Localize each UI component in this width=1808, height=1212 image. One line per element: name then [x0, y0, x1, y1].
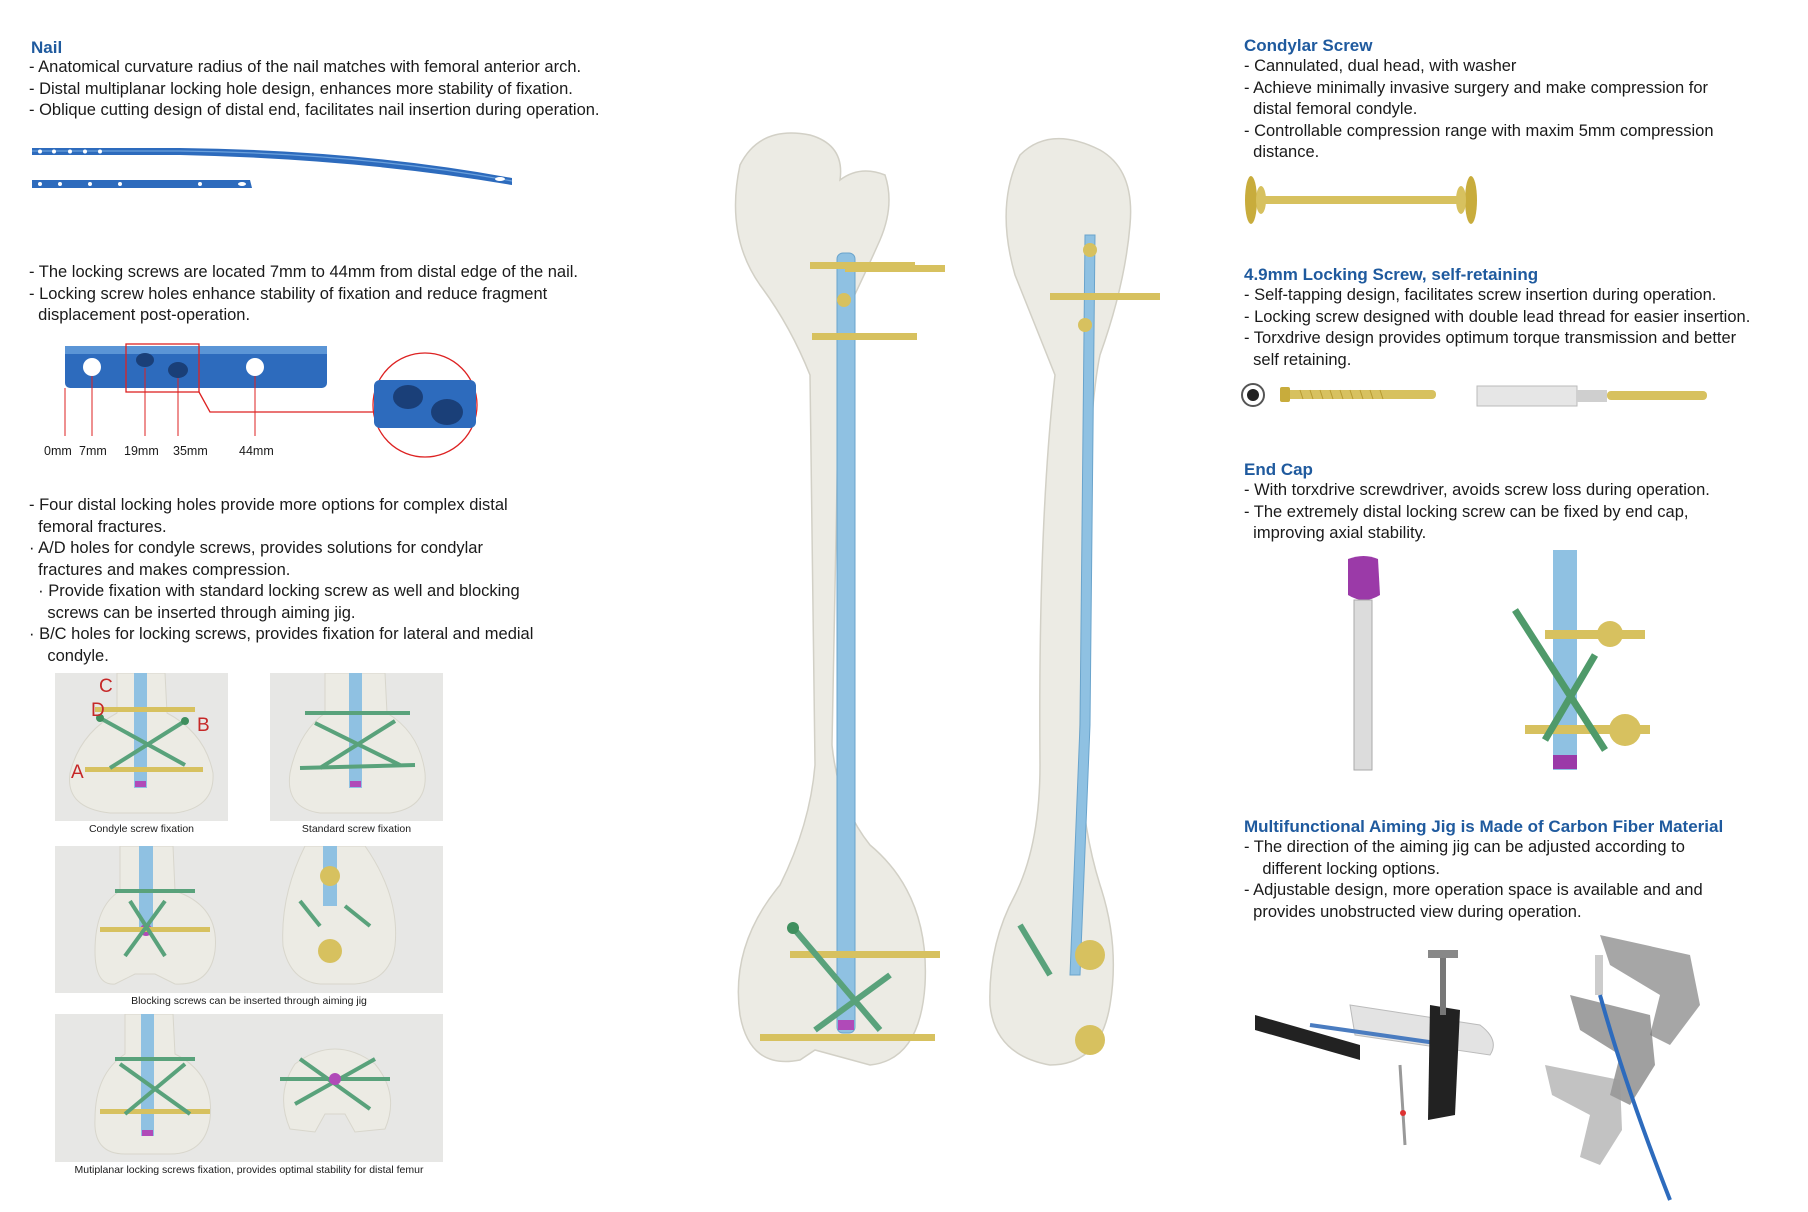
multiplanar-fixation-image: [55, 1014, 443, 1162]
locking-hole-diagram: [64, 343, 478, 458]
jig-description: - The direction of the aiming jig can be…: [1244, 837, 1703, 923]
locking49-line: self retaining.: [1244, 350, 1352, 369]
jig-heading: Multifunctional Aiming Jig is Made of Ca…: [1244, 817, 1724, 836]
caption-multiplanar: Mutiplanar locking screws fixation, prov…: [74, 1164, 424, 1176]
caption-standard: Standard screw fixation: [301, 823, 412, 835]
tick-label: 35mm: [173, 444, 208, 458]
condylar-screw-image: [1245, 176, 1477, 224]
locking-line: displacement post-operation.: [29, 306, 251, 324]
femur-lateral-view-image: [989, 138, 1160, 1066]
nail-description: - Anatomical curvature radius of the nai…: [29, 57, 600, 122]
condyle-fixation-image: C D B A: [55, 673, 228, 821]
tick-label: 7mm: [79, 444, 107, 458]
aiming-jig-image: [1255, 950, 1494, 1146]
hole-label-c: C: [99, 676, 113, 697]
distal-line: femoral fractures.: [29, 517, 167, 536]
distal-line: fractures and makes compression.: [29, 560, 291, 579]
condylar-heading: Condylar Screw: [1244, 36, 1373, 55]
jig-line: - The direction of the aiming jig can be…: [1244, 838, 1685, 856]
endcap-heading: End Cap: [1244, 460, 1313, 479]
endcap-description: - With torxdrive screwdriver, avoids scr…: [1244, 480, 1710, 545]
locking-line: - The locking screws are located 7mm to …: [29, 263, 579, 281]
condylar-line: distal femoral condyle.: [1244, 100, 1418, 118]
distal-line: screws can be inserted through aiming ji…: [29, 603, 356, 622]
distal-line: condyle.: [29, 646, 109, 665]
hole-label-a: A: [71, 762, 84, 783]
aiming-jig-angles-image: [1545, 935, 1700, 1201]
distal-description: - Four distal locking holes provide more…: [29, 495, 533, 667]
end-cap-assembly-image: [1512, 550, 1650, 770]
locking-line: - Locking screw holes enhance stability …: [29, 284, 548, 303]
endcap-line: - The extremely distal locking screw can…: [1244, 502, 1689, 521]
nail-line: - Oblique cutting design of distal end, …: [29, 101, 600, 119]
jig-line: provides unobstructed view during operat…: [1244, 902, 1582, 921]
locking49-heading: 4.9mm Locking Screw, self-retaining: [1244, 265, 1539, 284]
endcap-line: - With torxdrive screwdriver, avoids scr…: [1244, 481, 1710, 499]
distal-line: - Four distal locking holes provide more…: [29, 496, 508, 514]
locking49-line: - Locking screw designed with double lea…: [1244, 307, 1751, 326]
nail-implants-image: [32, 148, 513, 188]
tick-label: 19mm: [124, 444, 159, 458]
nail-line: - Anatomical curvature radius of the nai…: [29, 58, 582, 76]
nail-line: - Distal multiplanar locking hole design…: [29, 79, 573, 98]
locking-screw-image: [1241, 383, 1707, 407]
jig-line: - Adjustable design, more operation spac…: [1244, 881, 1703, 899]
hole-label-d: D: [91, 700, 105, 721]
distal-line: · A/D holes for condyle screws, provides…: [29, 539, 483, 557]
endcap-line: improving axial stability.: [1244, 524, 1427, 542]
tick-label: 0mm: [44, 444, 72, 458]
tick-label: 44mm: [239, 444, 274, 458]
locking49-line: - Torxdrive design provides optimum torq…: [1244, 329, 1737, 347]
hole-label-b: B: [197, 715, 210, 736]
distal-line: · B/C holes for locking screws, provides…: [29, 625, 534, 643]
blocking-screws-image: [55, 846, 443, 993]
distal-line: · Provide fixation with standard locking…: [29, 582, 520, 600]
nail-heading: Nail: [31, 38, 63, 57]
femur-anterior-view-image: [734, 132, 945, 1066]
jig-line: different locking options.: [1244, 859, 1440, 878]
condylar-line: - Cannulated, dual head, with washer: [1244, 57, 1517, 75]
locking49-description: - Self-tapping design, facilitates screw…: [1244, 285, 1750, 371]
locking-description: - The locking screws are located 7mm to …: [29, 262, 578, 327]
condylar-line: distance.: [1244, 143, 1320, 161]
caption-condyle: Condyle screw fixation: [88, 823, 195, 835]
caption-blocking: Blocking screws can be inserted through …: [131, 995, 367, 1007]
condylar-description: - Cannulated, dual head, with washer - A…: [1244, 56, 1714, 164]
condylar-line: - Achieve minimally invasive surgery and…: [1244, 78, 1709, 97]
end-cap-driver-image: [1348, 556, 1380, 771]
standard-fixation-image: [270, 673, 443, 821]
locking49-line: - Self-tapping design, facilitates screw…: [1244, 286, 1717, 304]
condylar-line: - Controllable compression range with ma…: [1244, 121, 1714, 140]
